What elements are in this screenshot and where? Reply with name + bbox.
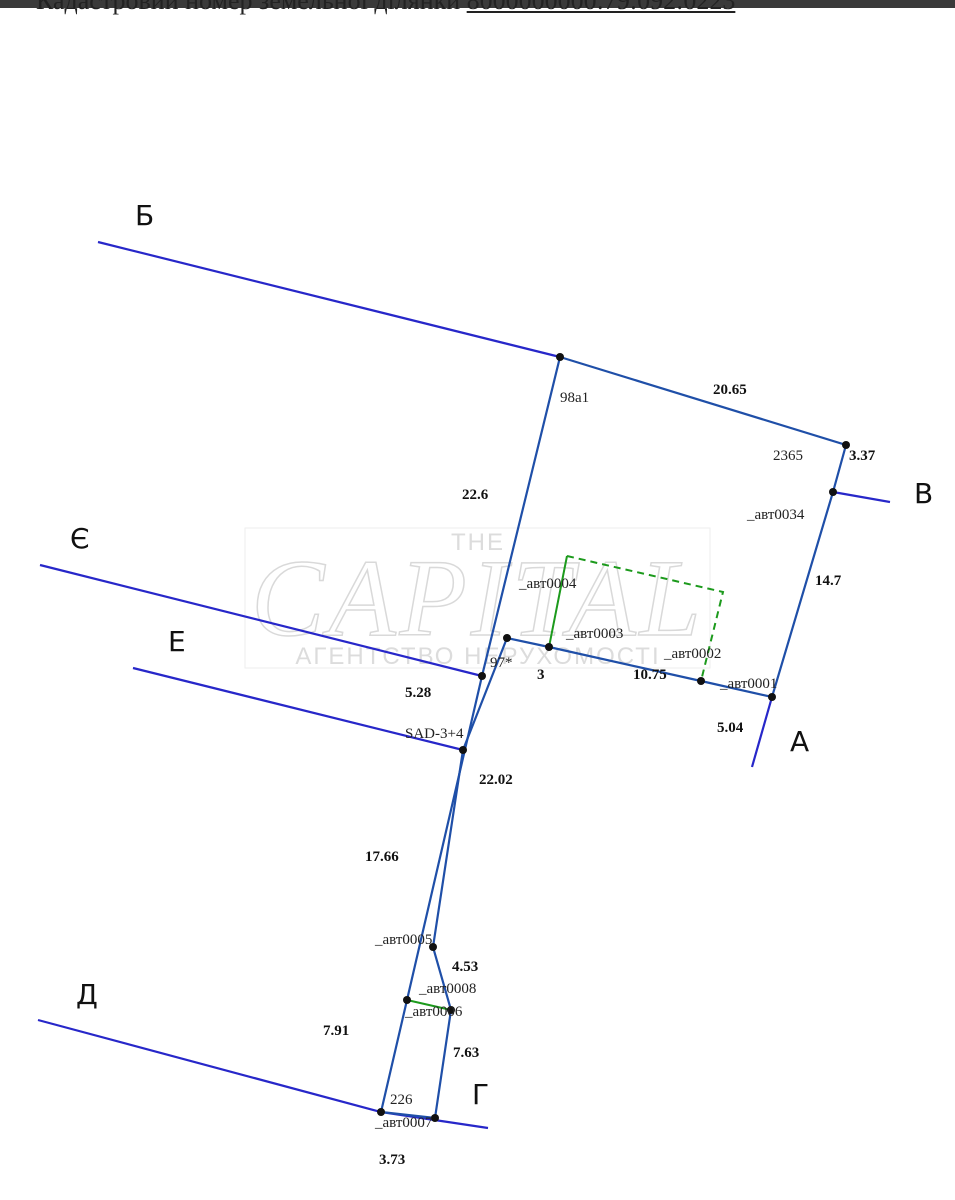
point-label: _авт0006	[404, 1004, 463, 1020]
vertex	[377, 1108, 385, 1116]
vertex	[431, 1114, 439, 1122]
watermark-frame	[244, 527, 711, 669]
dimension-label: 7.91	[323, 1023, 349, 1039]
dimension-label: 5.28	[405, 685, 431, 701]
point-label: _авт0004	[518, 576, 577, 592]
vertex	[459, 746, 467, 754]
dimension-label: 3	[537, 667, 545, 683]
cadastral-number-header: Кадастровий номер земельної ділянки 8000…	[36, 0, 735, 16]
dimension-label: 20.65	[713, 382, 747, 398]
green-contour-dashed	[566, 555, 725, 682]
dimension-label: 5.04	[717, 720, 744, 736]
neighbor-letter-ye: Є	[70, 522, 90, 555]
neighbor-letter-g: Г	[472, 1078, 489, 1111]
neighbor-letter-a: А	[790, 725, 809, 758]
watermark: THE CAPITAL АГЕНТСТВО НЕРУХОМОСТІ	[244, 527, 711, 670]
dimension-label: 7.63	[453, 1045, 479, 1061]
dimension-label: 22.02	[479, 772, 513, 788]
watermark-brand: CAPITAL	[251, 537, 705, 659]
point-label: _авт0005	[374, 932, 432, 948]
watermark-top: THE	[451, 529, 505, 556]
vertex	[556, 353, 564, 361]
point-label: 226	[390, 1092, 413, 1108]
dimension-label: 10.75	[633, 667, 667, 683]
point-label: 2365	[773, 448, 803, 464]
dimension-label: 14.7	[815, 573, 842, 589]
vertex	[768, 693, 776, 701]
neighbor-letter-v: В	[914, 477, 933, 510]
vertex	[842, 441, 850, 449]
point-label: _авт0002	[663, 646, 721, 662]
vertex	[403, 996, 411, 1004]
boundary-line-v	[832, 490, 891, 504]
dimension-label: 3.73	[379, 1152, 405, 1168]
point-label: _авт0001	[719, 676, 777, 692]
boundary-line-ye	[39, 563, 483, 678]
cadastral-number: 8000000000:79:092:0223	[466, 0, 736, 15]
vertices	[377, 353, 850, 1122]
green-contour-solid	[548, 555, 568, 648]
vertex	[478, 672, 486, 680]
parcel-outline-east	[431, 355, 848, 1119]
point-label: 98а1	[560, 390, 589, 406]
dimension-label: 17.66	[365, 849, 399, 865]
vertex	[447, 1006, 455, 1014]
point-label: _авт0008	[418, 981, 476, 997]
dimension-label: 22.6	[462, 487, 489, 503]
vertex	[429, 943, 437, 951]
dimension-label: 3.37	[849, 448, 876, 464]
point-label: _авт0034	[746, 507, 805, 523]
boundary-line-d	[37, 1018, 382, 1114]
neighbor-letter-d: Д	[76, 978, 98, 1011]
boundary-line-a	[750, 696, 774, 768]
boundary-line-b	[97, 240, 561, 359]
vertex	[697, 677, 705, 685]
vertex	[503, 634, 511, 642]
vertex	[545, 643, 553, 651]
watermark-subtitle: АГЕНТСТВО НЕРУХОМОСТІ	[295, 643, 660, 670]
vertex	[829, 488, 837, 496]
point-label: _авт0007	[374, 1115, 433, 1131]
neighbor-letter-e: Е	[168, 625, 186, 658]
header-prefix: Кадастровий номер земельної ділянки	[36, 0, 461, 15]
dimension-label: 4.53	[452, 959, 478, 975]
neighbor-letter-b: Б	[135, 199, 154, 232]
green-contour-small	[406, 999, 452, 1011]
point-label: _авт0003	[565, 626, 623, 642]
boundary-line-e	[132, 666, 464, 752]
point-label: 97*	[490, 655, 513, 671]
point-label: SAD-3+4	[405, 726, 464, 742]
top-dark-bar	[0, 0, 955, 8]
